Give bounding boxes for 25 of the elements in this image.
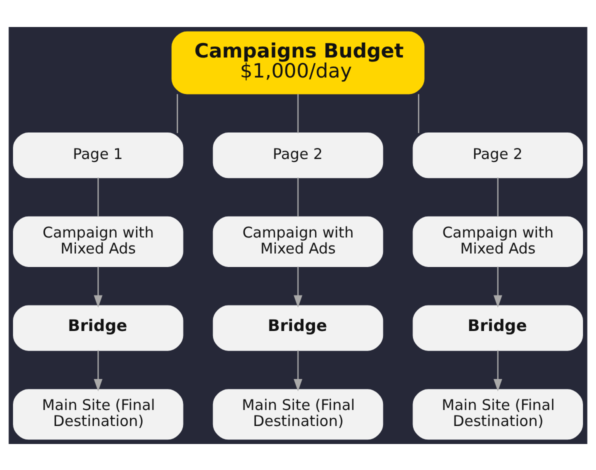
- connector: [497, 177, 498, 216]
- arrow: [494, 350, 502, 391]
- node-box: Page 1: [13, 132, 184, 178]
- arrow: [294, 350, 302, 391]
- node-box: Bridge: [212, 304, 384, 350]
- arrow: [94, 350, 102, 391]
- node-box: Main Site (Final Destination): [212, 388, 384, 440]
- node-box: Campaign with Mixed Ads: [13, 216, 184, 266]
- connector: [98, 177, 99, 216]
- connector: [297, 94, 299, 133]
- node-box: Page 2: [412, 132, 583, 178]
- connector: [176, 94, 178, 133]
- node-box: Main Site (Final Destination): [412, 388, 583, 440]
- node-box: Main Site (Final Destination): [13, 388, 184, 440]
- node-box: Bridge: [412, 304, 583, 350]
- node-box: Bridge: [13, 304, 184, 350]
- arrow: [494, 266, 502, 308]
- node-box: Campaign with Mixed Ads: [212, 216, 384, 266]
- node-box: Campaign with Mixed Ads: [412, 216, 583, 266]
- node-box: Campaigns Budget $1,000/day: [172, 30, 424, 94]
- connector: [297, 177, 299, 216]
- arrow: [94, 266, 102, 308]
- node-box: Page 2: [212, 132, 384, 178]
- arrow: [294, 266, 302, 308]
- connector: [418, 94, 420, 133]
